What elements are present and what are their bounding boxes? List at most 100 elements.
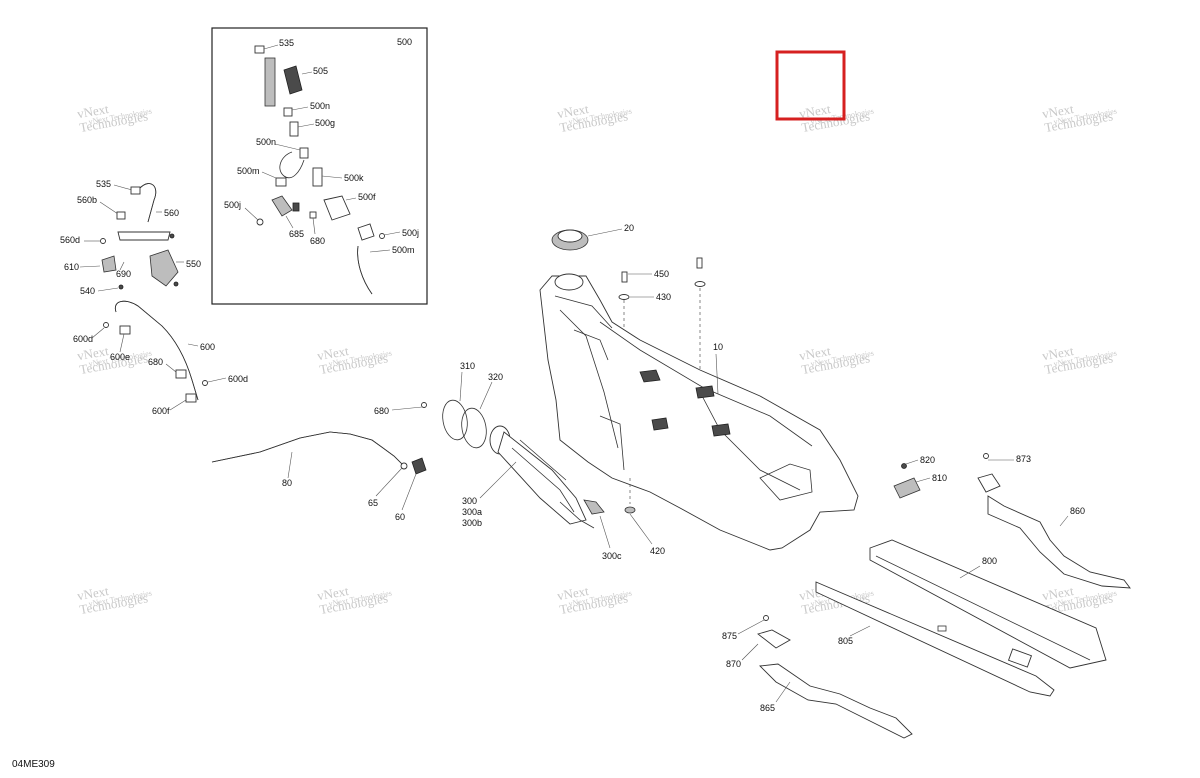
inset-frame xyxy=(211,27,428,305)
strainer-300c[interactable] xyxy=(583,499,605,515)
left-hose-assembly: 535 560 560b 560d 550 610 690 540 600 xyxy=(60,179,248,416)
watermark-text: vNext xyxy=(1041,101,1075,121)
screw-600d-b[interactable] xyxy=(202,380,208,386)
part-label-l865: 865 xyxy=(760,703,775,713)
hose-500m[interactable] xyxy=(279,151,305,179)
screw-873[interactable] xyxy=(983,453,989,459)
part-label-l80: 80 xyxy=(282,478,292,488)
clip-810[interactable] xyxy=(893,477,921,499)
fitting-500g[interactable] xyxy=(289,121,299,137)
screw-820[interactable] xyxy=(901,463,907,469)
part-label-l500f: 500f xyxy=(358,192,376,202)
filter-500f[interactable] xyxy=(323,195,351,221)
part-label-l300: 300 xyxy=(462,496,477,506)
connector-60[interactable] xyxy=(411,457,427,475)
part-label-l300b: 300b xyxy=(462,518,482,528)
part-label-l680_inset: 680 xyxy=(310,236,325,246)
screw-450[interactable] xyxy=(621,271,628,283)
part-label-l505: 505 xyxy=(313,66,328,76)
bracket-550[interactable] xyxy=(149,249,179,287)
inset-tube[interactable] xyxy=(264,57,276,107)
clamp-535[interactable] xyxy=(130,186,141,195)
watermark-text: vNext xyxy=(316,583,350,603)
screw-540[interactable] xyxy=(118,284,124,290)
watermark-text: vNext xyxy=(76,583,110,603)
cable-assembly: 80 65 60 xyxy=(211,431,427,522)
watermark-text: vNext xyxy=(556,583,590,603)
part-label-l600d_a: 600d xyxy=(73,334,93,344)
ring-320[interactable] xyxy=(459,406,490,450)
sleeve-505[interactable] xyxy=(283,65,303,95)
clamp-600e[interactable] xyxy=(119,325,131,335)
clamp-500n-b[interactable] xyxy=(299,147,309,159)
fuel-pump-group: 680 310 320 300c 300 300a 300b xyxy=(374,361,622,561)
fitting-500k[interactable] xyxy=(312,167,323,187)
screw-560d[interactable] xyxy=(100,238,106,244)
part-label-l320: 320 xyxy=(488,372,503,382)
highlight-box[interactable] xyxy=(775,50,846,121)
clamp-680[interactable] xyxy=(175,369,187,379)
screw-500j-a[interactable] xyxy=(256,218,264,226)
screw-65[interactable] xyxy=(400,462,408,470)
hose-600[interactable] xyxy=(114,300,199,401)
connector-685[interactable] xyxy=(271,195,293,217)
ring-310[interactable] xyxy=(440,398,471,442)
part-label-l600e: 600e xyxy=(110,352,130,362)
part-label-l560: 560 xyxy=(164,208,179,218)
screw-600d[interactable] xyxy=(103,322,109,328)
inset-500-group: 500 535 505 500n 500g 500n 500m 500k 500… xyxy=(211,27,428,305)
inset-clamp-535[interactable] xyxy=(254,45,265,54)
part-label-l60: 60 xyxy=(395,512,405,522)
part-label-l310: 310 xyxy=(460,361,475,371)
cable-80[interactable] xyxy=(211,431,405,467)
plate-805[interactable] xyxy=(815,581,1055,697)
clamp-500n-a[interactable] xyxy=(283,107,293,117)
watermark-text: vNext xyxy=(76,343,110,363)
part-label-l300c: 300c xyxy=(602,551,622,561)
clamp-600f[interactable] xyxy=(185,393,197,403)
watermark-text: vNext xyxy=(556,101,590,121)
part-label-l500j_b: 500j xyxy=(402,228,419,238)
bracket-865[interactable] xyxy=(759,663,913,739)
part-label-l805: 805 xyxy=(838,636,853,646)
part-label-l500k: 500k xyxy=(344,173,364,183)
grommet-420[interactable] xyxy=(624,506,636,514)
screw-680-pump[interactable] xyxy=(421,402,427,408)
part-label-l820: 820 xyxy=(920,455,935,465)
part-label-l535: 535 xyxy=(96,179,111,189)
washer-430[interactable] xyxy=(618,294,630,300)
connector-500j-b[interactable] xyxy=(357,223,375,241)
part-label-l500n_a: 500n xyxy=(310,101,330,111)
part-label-l420: 420 xyxy=(650,546,665,556)
part-label-l800: 800 xyxy=(982,556,997,566)
part-label-l870: 870 xyxy=(726,659,741,669)
part-label-l680_hose: 680 xyxy=(148,357,163,367)
part-label-l600d_b: 600d xyxy=(228,374,248,384)
plate-800[interactable] xyxy=(869,539,1107,669)
part-label-l20: 20 xyxy=(624,223,634,233)
clamp-560b[interactable] xyxy=(116,211,126,220)
clip-610[interactable] xyxy=(101,255,117,273)
bracket-860[interactable] xyxy=(987,495,1131,589)
bracket-top[interactable] xyxy=(117,231,171,241)
screw-875[interactable] xyxy=(763,615,769,621)
fuel-tank-10[interactable] xyxy=(539,275,859,551)
part-label-l535_inset: 535 xyxy=(279,38,294,48)
tank-neck xyxy=(554,273,584,291)
part-label-l300a: 300a xyxy=(462,507,482,517)
watermark-text: vNext xyxy=(798,101,832,121)
screw-680-inset[interactable] xyxy=(309,211,317,219)
part-label-l875: 875 xyxy=(722,631,737,641)
part-label-l10: 10 xyxy=(713,342,723,352)
watermark-text: vNext xyxy=(76,101,110,121)
part-label-l500m_a: 500m xyxy=(237,166,260,176)
clip-873[interactable] xyxy=(977,473,1001,493)
watermark-text: vNext xyxy=(316,343,350,363)
clip-870[interactable] xyxy=(757,629,791,649)
